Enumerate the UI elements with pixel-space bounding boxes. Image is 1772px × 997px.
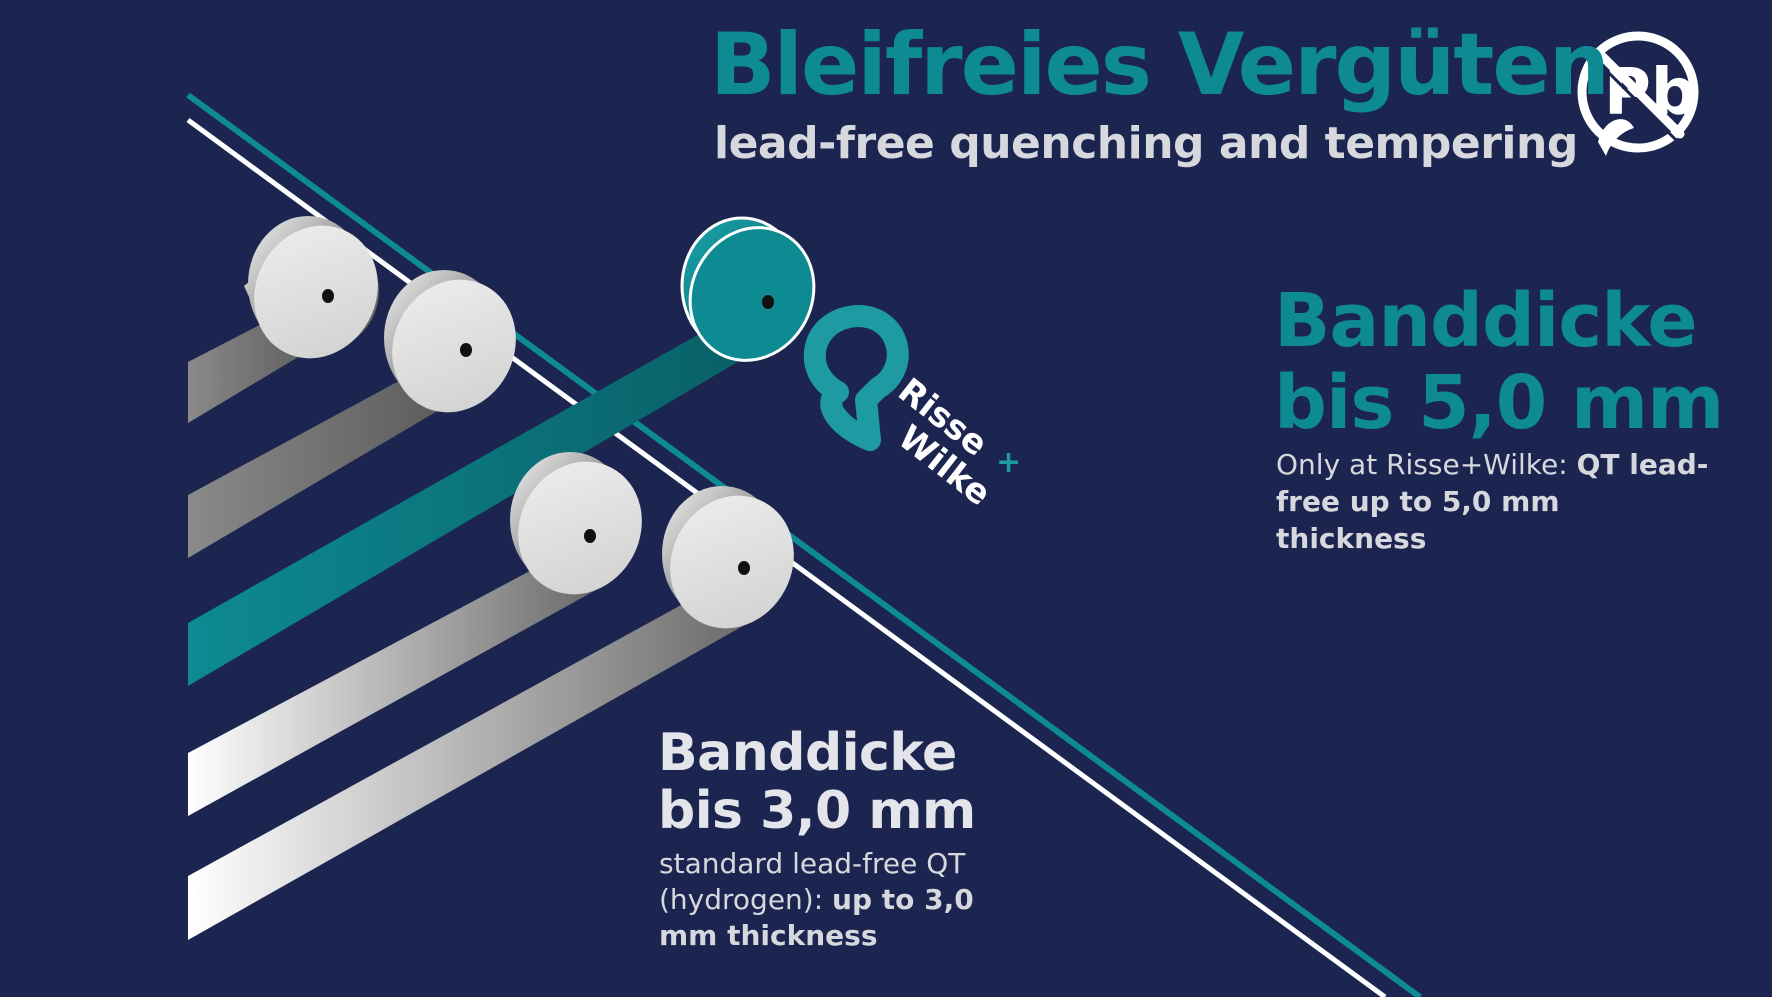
right-description: Only at Risse+Wilke: QT lead-free up to …: [1276, 446, 1716, 557]
strip-5: [188, 588, 750, 940]
left-heading: Banddicke bis 3,0 mm: [658, 724, 976, 840]
right-description-bold: QT lead-free up to 5,0 mm thickness: [1276, 448, 1709, 555]
strip-2: [188, 355, 468, 558]
no-lead-pb-icon: Pb: [1577, 31, 1699, 156]
right-heading: Banddicke bis 5,0 mm: [1274, 278, 1724, 446]
left-heading-line2: bis 3,0 mm: [658, 781, 976, 841]
right-description-regular: Only at Risse+Wilke:: [1276, 448, 1577, 481]
risse-wilke-logo: Risse Wilke +: [803, 305, 1021, 514]
page-subtitle: lead-free quenching and tempering: [714, 118, 1578, 169]
strip-4: [188, 555, 596, 816]
left-heading-line1: Banddicke: [658, 723, 957, 783]
left-description-bold: up to 3,0 mm thickness: [659, 883, 974, 952]
page-title: Bleifreies Vergüten: [710, 15, 1610, 115]
coil-4: [510, 452, 642, 595]
left-description: standard lead-free QT (hydrogen): up to …: [659, 846, 979, 954]
coil-teal: [680, 216, 816, 362]
strip-teal: [188, 328, 758, 686]
coil-2: [384, 270, 516, 413]
left-description-regular: standard lead-free QT (hydrogen):: [659, 847, 966, 916]
logo-plus: +: [996, 445, 1021, 480]
coil-1: [244, 216, 379, 359]
coil-5: [662, 486, 794, 629]
right-heading-line2: bis 5,0 mm: [1274, 360, 1724, 446]
diagonal-teal-line: [186, 92, 1422, 997]
right-heading-line1: Banddicke: [1274, 278, 1698, 364]
